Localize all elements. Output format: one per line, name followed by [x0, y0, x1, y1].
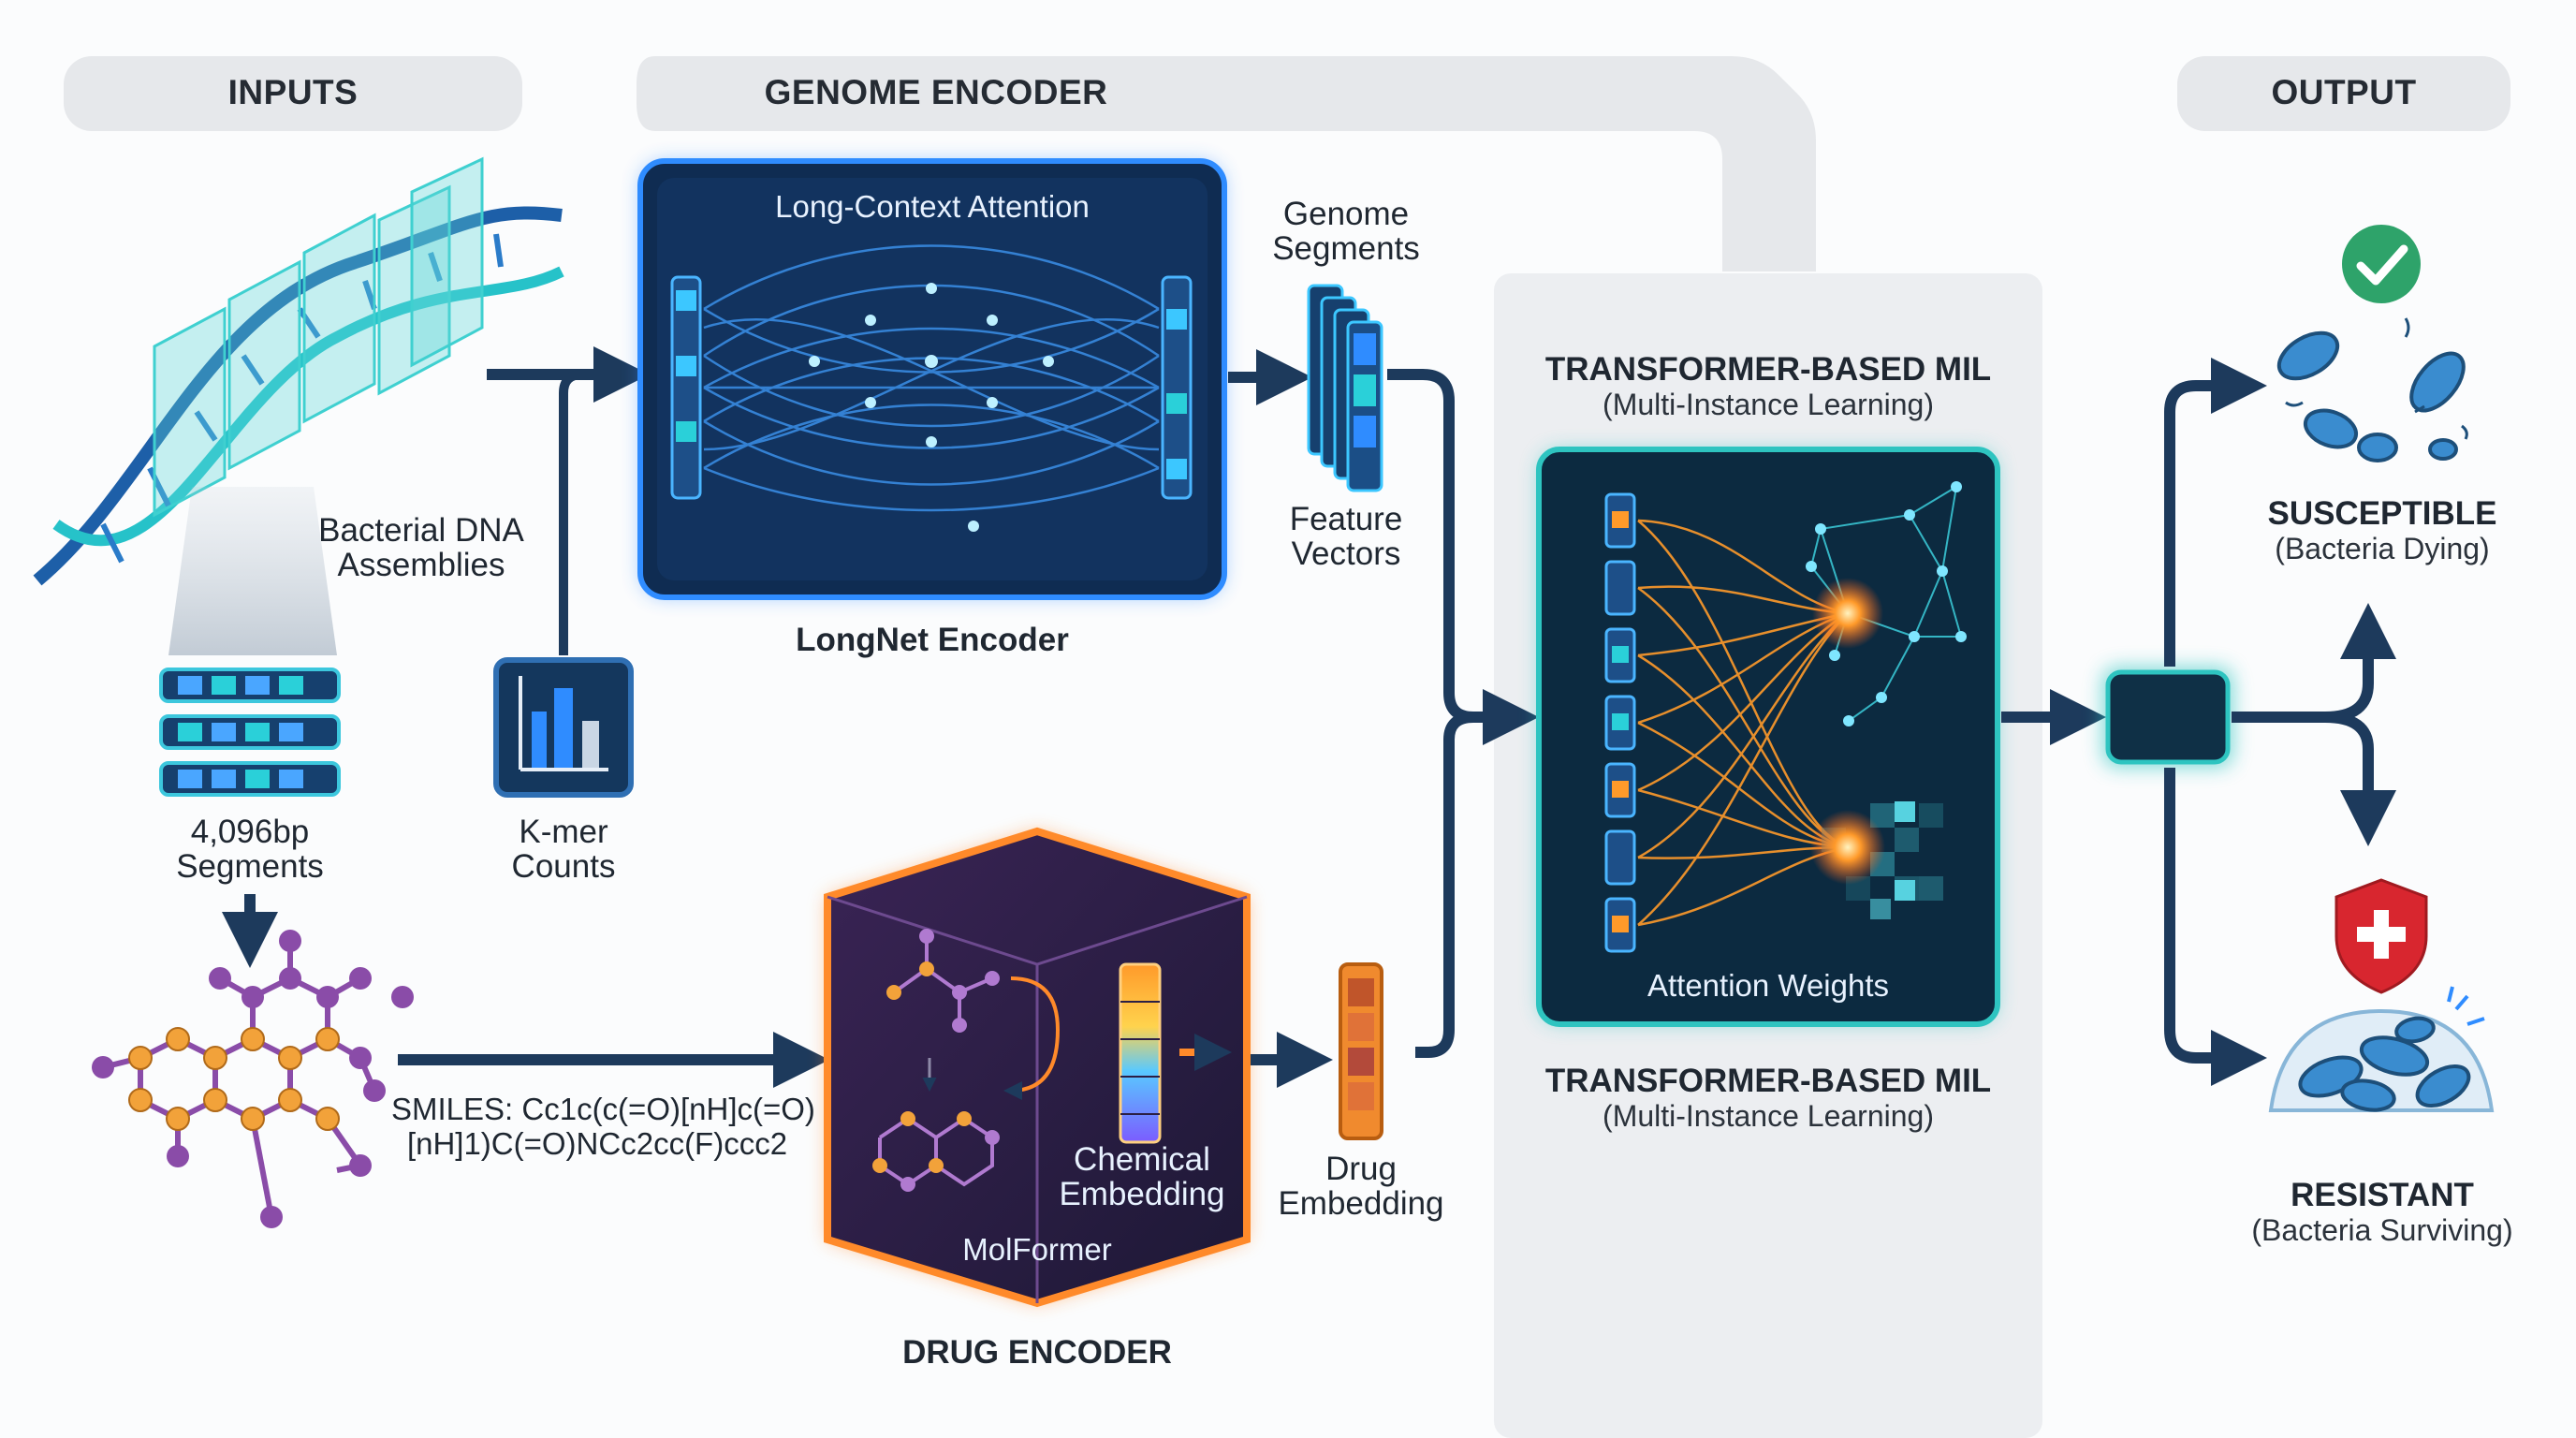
- kmer-histogram-icon: [493, 657, 634, 798]
- drug-encoder-caption: DRUG ENCODER: [902, 1334, 1172, 1371]
- classifier-to-resistant-arrow: [2164, 768, 2267, 1086]
- genome-segments-line2: Segments: [1272, 230, 1420, 267]
- genome-segments-label: Genome Segments: [1252, 197, 1440, 266]
- dna-segments-icon: [159, 668, 341, 797]
- molecule-icon: [102, 941, 377, 1218]
- genome-header-pill: [637, 56, 1816, 271]
- to-susceptible-arrow-up: [2232, 603, 2396, 723]
- longnet-caption: LongNet Encoder: [796, 622, 1069, 658]
- mil-subtitle-bottom: (Multi-Instance Learning): [1603, 1099, 1934, 1133]
- segments-label-line2: Segments: [176, 848, 324, 885]
- inputs-header: INPUTS: [227, 73, 359, 111]
- mil-subtitle-top: (Multi-Instance Learning): [1603, 388, 1934, 421]
- smiles-label-line1: SMILES: Cc1c(c(=O)[nH]c(=O): [391, 1092, 815, 1126]
- bacteria-surviving-icon: [2268, 1008, 2495, 1112]
- feature-vectors-line2: Vectors: [1291, 536, 1401, 572]
- genome-encoder-header: GENOME ENCODER: [764, 73, 1108, 111]
- smiles-label: SMILES: Cc1c(c(=O)[nH]c(=O) [nH]1)C(=O)N…: [391, 1092, 815, 1161]
- kmer-label: K-mer Counts: [470, 814, 657, 884]
- chemical-embedding-line1: Chemical: [1074, 1141, 1210, 1178]
- dna-label-line2: Assemblies: [337, 547, 505, 583]
- drug-embedding-label: Drug Embedding: [1267, 1152, 1455, 1221]
- output-header-pill: [2177, 56, 2510, 131]
- attention-weights-label: Attention Weights: [1647, 968, 1890, 1003]
- smiles-label-line2: [nH]1)C(=O)NCc2cc(F)ccc2: [406, 1126, 788, 1161]
- check-icon: [2342, 225, 2421, 303]
- drug-embedding-bar: [1339, 962, 1383, 1140]
- feature-vectors-label: Feature Vectors: [1252, 502, 1440, 571]
- dna-helix-icon: [33, 156, 564, 586]
- feature-vectors-stack: [1307, 284, 1383, 492]
- kmer-label-line1: K-mer: [519, 814, 608, 850]
- molformer-label: MolFormer: [962, 1232, 1112, 1267]
- dna-label: Bacterial DNA Assemblies: [300, 513, 543, 582]
- drug-embedding-line1: Drug: [1325, 1151, 1397, 1187]
- mil-title-bottom: TRANSFORMER-BASED MIL: [1544, 1063, 1992, 1099]
- to-resistant-arrow-down: [2324, 712, 2396, 846]
- drug-embedding-line2: Embedding: [1278, 1185, 1444, 1222]
- mil-title-top: TRANSFORMER-BASED MIL: [1544, 351, 1992, 388]
- output-header: OUTPUT: [2271, 73, 2417, 111]
- resistant-title: RESISTANT: [2291, 1177, 2474, 1213]
- dna-label-line1: Bacterial DNA: [318, 512, 524, 549]
- genome-segments-line1: Genome: [1282, 196, 1410, 232]
- resistant-subtitle: (Bacteria Surviving): [2251, 1213, 2513, 1247]
- inputs-header-pill: [64, 56, 522, 131]
- longnet-panel-title: Long-Context Attention: [775, 189, 1090, 224]
- segments-label-line1: 4,096bp: [190, 814, 310, 850]
- feature-vectors-line1: Feature: [1289, 501, 1403, 537]
- classifier-to-susceptible-arrow: [2164, 358, 2267, 667]
- chemical-embedding-label: Chemical Embedding: [1048, 1142, 1236, 1211]
- longnet-panel: [637, 158, 1227, 600]
- kmer-label-line2: Counts: [511, 848, 616, 885]
- kmer-to-longnet-connector: [559, 370, 583, 655]
- segment-projection-beam: [168, 487, 337, 655]
- drug-to-mil-connector: [1415, 712, 1474, 1058]
- segments-label: 4,096bp Segments: [140, 814, 359, 884]
- chemical-embedding-line2: Embedding: [1059, 1176, 1225, 1212]
- classifier-node: [2102, 667, 2233, 768]
- molformer-cube: [824, 827, 1251, 1308]
- mil-panel: [1536, 447, 2000, 1027]
- susceptible-title: SUSCEPTIBLE: [2267, 495, 2497, 532]
- shield-plus-icon: [2334, 878, 2428, 994]
- bacteria-dying-icon: [2276, 330, 2466, 462]
- susceptible-subtitle: (Bacteria Dying): [2275, 532, 2490, 565]
